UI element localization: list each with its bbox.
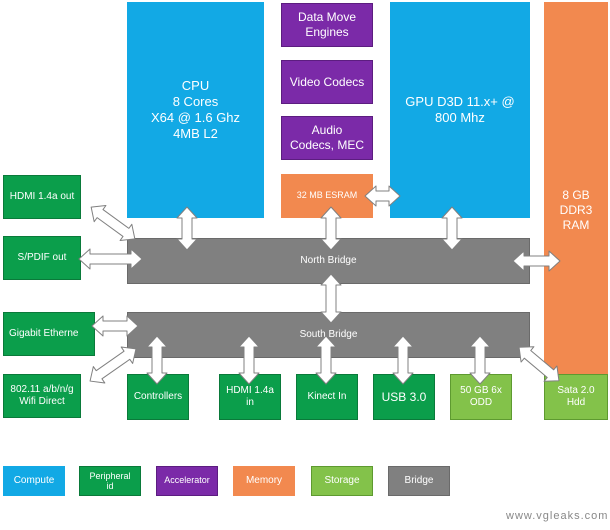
wifi-block: 802.11 a/b/n/g Wifi Direct: [3, 374, 81, 418]
arrow-esram-gpu: [364, 185, 401, 207]
arrow-southbridge-hdmiin: [238, 335, 260, 385]
video-codecs-block: Video Codecs: [281, 60, 373, 104]
arrow-spdif-northbridge: [78, 248, 143, 270]
gpu-block: GPU D3D 11.x+ @ 800 Mhz: [390, 2, 530, 218]
arrow-southbridge-usb: [392, 335, 414, 385]
ram-block: 8 GB DDR3 RAM: [544, 2, 608, 418]
legend-memory: Memory: [233, 466, 295, 496]
watermark: www.vgleaks.com: [506, 510, 609, 522]
legend-storage: Storage: [311, 466, 373, 496]
arrow-northbridge-ram: [512, 250, 561, 272]
arrow-southbridge-odd: [469, 335, 491, 385]
data-move-engines-block: Data Move Engines: [281, 3, 373, 47]
cpu-block: CPU 8 Cores X64 @ 1.6 Ghz 4MB L2: [127, 2, 264, 218]
gigabit-ethernet-block: Gigabit Etherne: [3, 312, 95, 356]
arrow-southbridge-kinect: [315, 335, 337, 385]
arrow-northbridge-southbridge: [320, 273, 342, 324]
usb-block: USB 3.0: [373, 374, 435, 420]
audio-codecs-block: Audio Codecs, MEC: [281, 116, 373, 160]
legend-compute: Compute: [3, 466, 65, 496]
arrow-esram-northbridge: [320, 206, 342, 251]
legend-bridge: Bridge: [388, 466, 450, 496]
arrow-gpu-northbridge: [441, 206, 463, 251]
hdmi-out-block: HDMI 1.4a out: [3, 175, 81, 219]
legend-peripheral: Peripheral id: [79, 466, 141, 496]
arrow-gigabit-southbridge: [91, 315, 139, 337]
sata-hdd-block: Sata 2.0 Hdd: [544, 374, 608, 420]
arrow-southbridge-sata: [518, 346, 560, 382]
arrow-southbridge-controllers: [146, 335, 168, 385]
spdif-out-block: S/PDIF out: [3, 236, 81, 280]
arrow-cpu-northbridge: [176, 206, 198, 251]
legend-accelerator: Accelerator: [156, 466, 218, 496]
hdmi-in-block: HDMI 1.4a in: [219, 374, 281, 420]
arrow-hdmiout-northbridge: [90, 205, 136, 241]
arrow-wifi-southbridge: [89, 346, 137, 384]
